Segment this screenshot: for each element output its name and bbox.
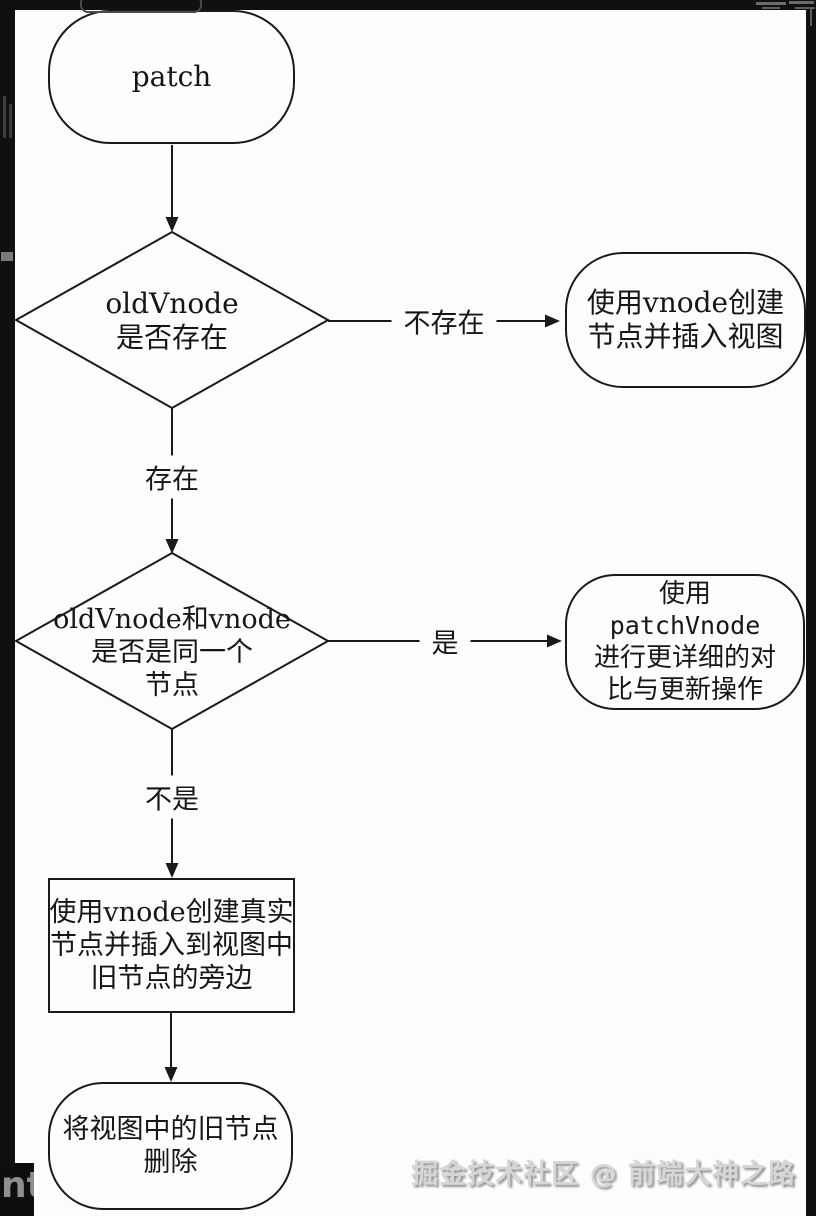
decision-same-line3: 节点 [145,669,199,701]
artifact-top-right-fragment [756,2,786,5]
artifact-left-glyph [3,96,6,138]
arrowhead-down-2 [165,539,179,554]
decision-exist-diamond [13,230,331,410]
edge-label-exist: 存在 [133,455,211,499]
patchvnode-node: 使用 patchVnode 进行更详细的对 比与更新操作 [565,574,805,710]
remove-node-line2: 删除 [143,1147,198,1178]
patchvnode-line1: 使用 [658,579,711,609]
decision-exist-line1: oldVnode [105,287,239,320]
create-node: 使用vnode创建 节点并插入视图 [565,252,806,388]
edge-label-yes: 是 [419,619,471,663]
insert-node-line2: 节点并插入到视图中 [50,930,293,961]
arrowhead-right-2 [547,634,562,648]
arrowhead-right-1 [545,314,560,328]
decision-exist-text: oldVnode 是否存在 [52,286,292,356]
patchvnode-line2: patchVnode [609,611,761,640]
artifact-bottom-left-text: nt [1,1165,34,1206]
artifact-top-right-fragment [789,1,814,4]
patchvnode-line3: 进行更详细的对 [593,643,776,673]
decision-same-line1: oldVnode和vnode [53,603,291,635]
artifact-top-right-fragment [810,9,812,26]
patchvnode-line4: 比与更新操作 [606,675,763,705]
insert-node-line3: 旧节点的旁边 [90,963,253,994]
arrowhead-down-4 [164,1067,178,1082]
decision-same-text: oldVnode和vnode 是否是同一个 节点 [32,602,312,702]
artifact-top-right-fragment [795,7,815,9]
artifact-top-right-fragment [762,7,780,9]
arrowhead-down-1 [165,217,179,232]
artifact-top-pill [80,0,202,13]
artifact-bottom-left-block: nt [0,1163,34,1216]
insert-node: 使用vnode创建真实 节点并插入到视图中 旧节点的旁边 [48,878,295,1013]
create-node-line2: 节点并插入视图 [587,320,784,353]
remove-node: 将视图中的旧节点 删除 [48,1082,293,1210]
remove-node-line1: 将视图中的旧节点 [62,1114,279,1145]
decision-exist-line2: 是否存在 [115,321,228,354]
edge-label-no: 不是 [133,775,211,819]
artifact-left-glyph [9,104,12,138]
insert-node-line1: 使用vnode创建真实 [49,897,294,928]
create-node-line1: 使用vnode创建 [586,286,785,319]
start-node: patch [48,10,295,144]
start-node-label: patch [131,60,212,93]
edge-label-not-exist: 不存在 [391,299,497,343]
artifact-left-dash [1,252,13,261]
decision-same-line2: 是否是同一个 [91,636,253,668]
arrowhead-down-3 [165,863,179,878]
watermark-text: 掘金技术社区 @ 前端大神之路 [411,1159,796,1190]
decision-same-diamond [13,551,331,731]
